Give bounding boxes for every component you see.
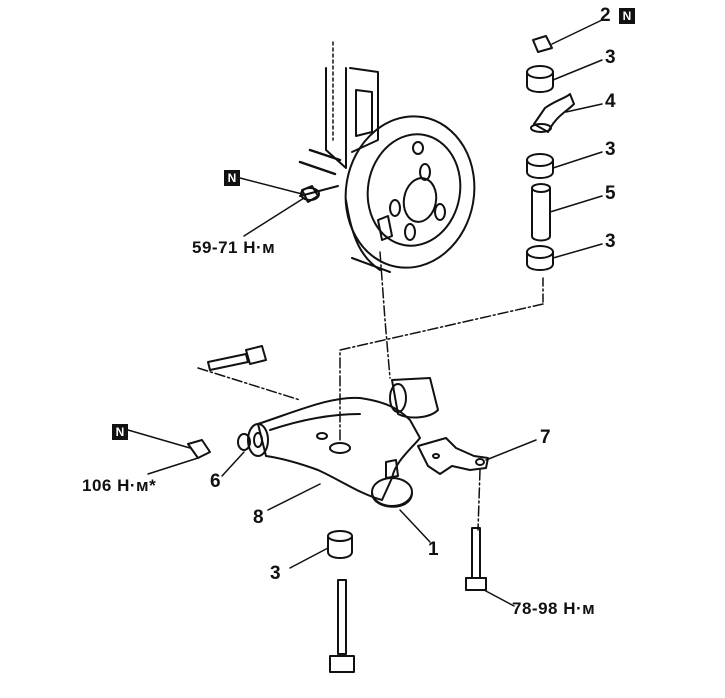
bracket-bolt [465, 527, 487, 591]
callout-3-lower: 3 [605, 231, 616, 252]
torque-bracket-bolt: 78-98 Н·м [512, 599, 596, 618]
arm-bracket [417, 437, 489, 475]
brake-disc [344, 115, 476, 273]
stabilizer-link-stack [526, 35, 575, 305]
callout-8: 8 [253, 507, 264, 528]
lower-bushing [327, 530, 353, 559]
callout-5: 5 [605, 183, 616, 204]
callout-2: 2 [600, 5, 611, 26]
alignment-lines [197, 251, 544, 531]
lower-control-arm [247, 377, 439, 501]
callout-1: 1 [428, 539, 439, 560]
callout-3-mid: 3 [605, 139, 616, 160]
strut-and-knuckle [298, 41, 379, 197]
callout-3-bottom: 3 [270, 563, 281, 584]
new-part-mark-hub: N [224, 170, 240, 186]
callout-7: 7 [540, 427, 551, 448]
arm-nut [187, 433, 251, 459]
ball-joint [371, 459, 413, 508]
callout-6: 6 [210, 471, 221, 492]
torque-hub-nut: 59-71 Н·м [192, 238, 276, 257]
torque-arm-nut: 106 Н·м* [82, 476, 157, 495]
long-bolt [207, 345, 267, 371]
lower-bolt [329, 579, 355, 673]
leader-lines [127, 19, 603, 607]
callout-3-top: 3 [605, 47, 616, 68]
new-part-mark-arm: N [112, 424, 128, 440]
new-part-mark-top: N [619, 8, 635, 24]
callout-4: 4 [605, 91, 616, 112]
